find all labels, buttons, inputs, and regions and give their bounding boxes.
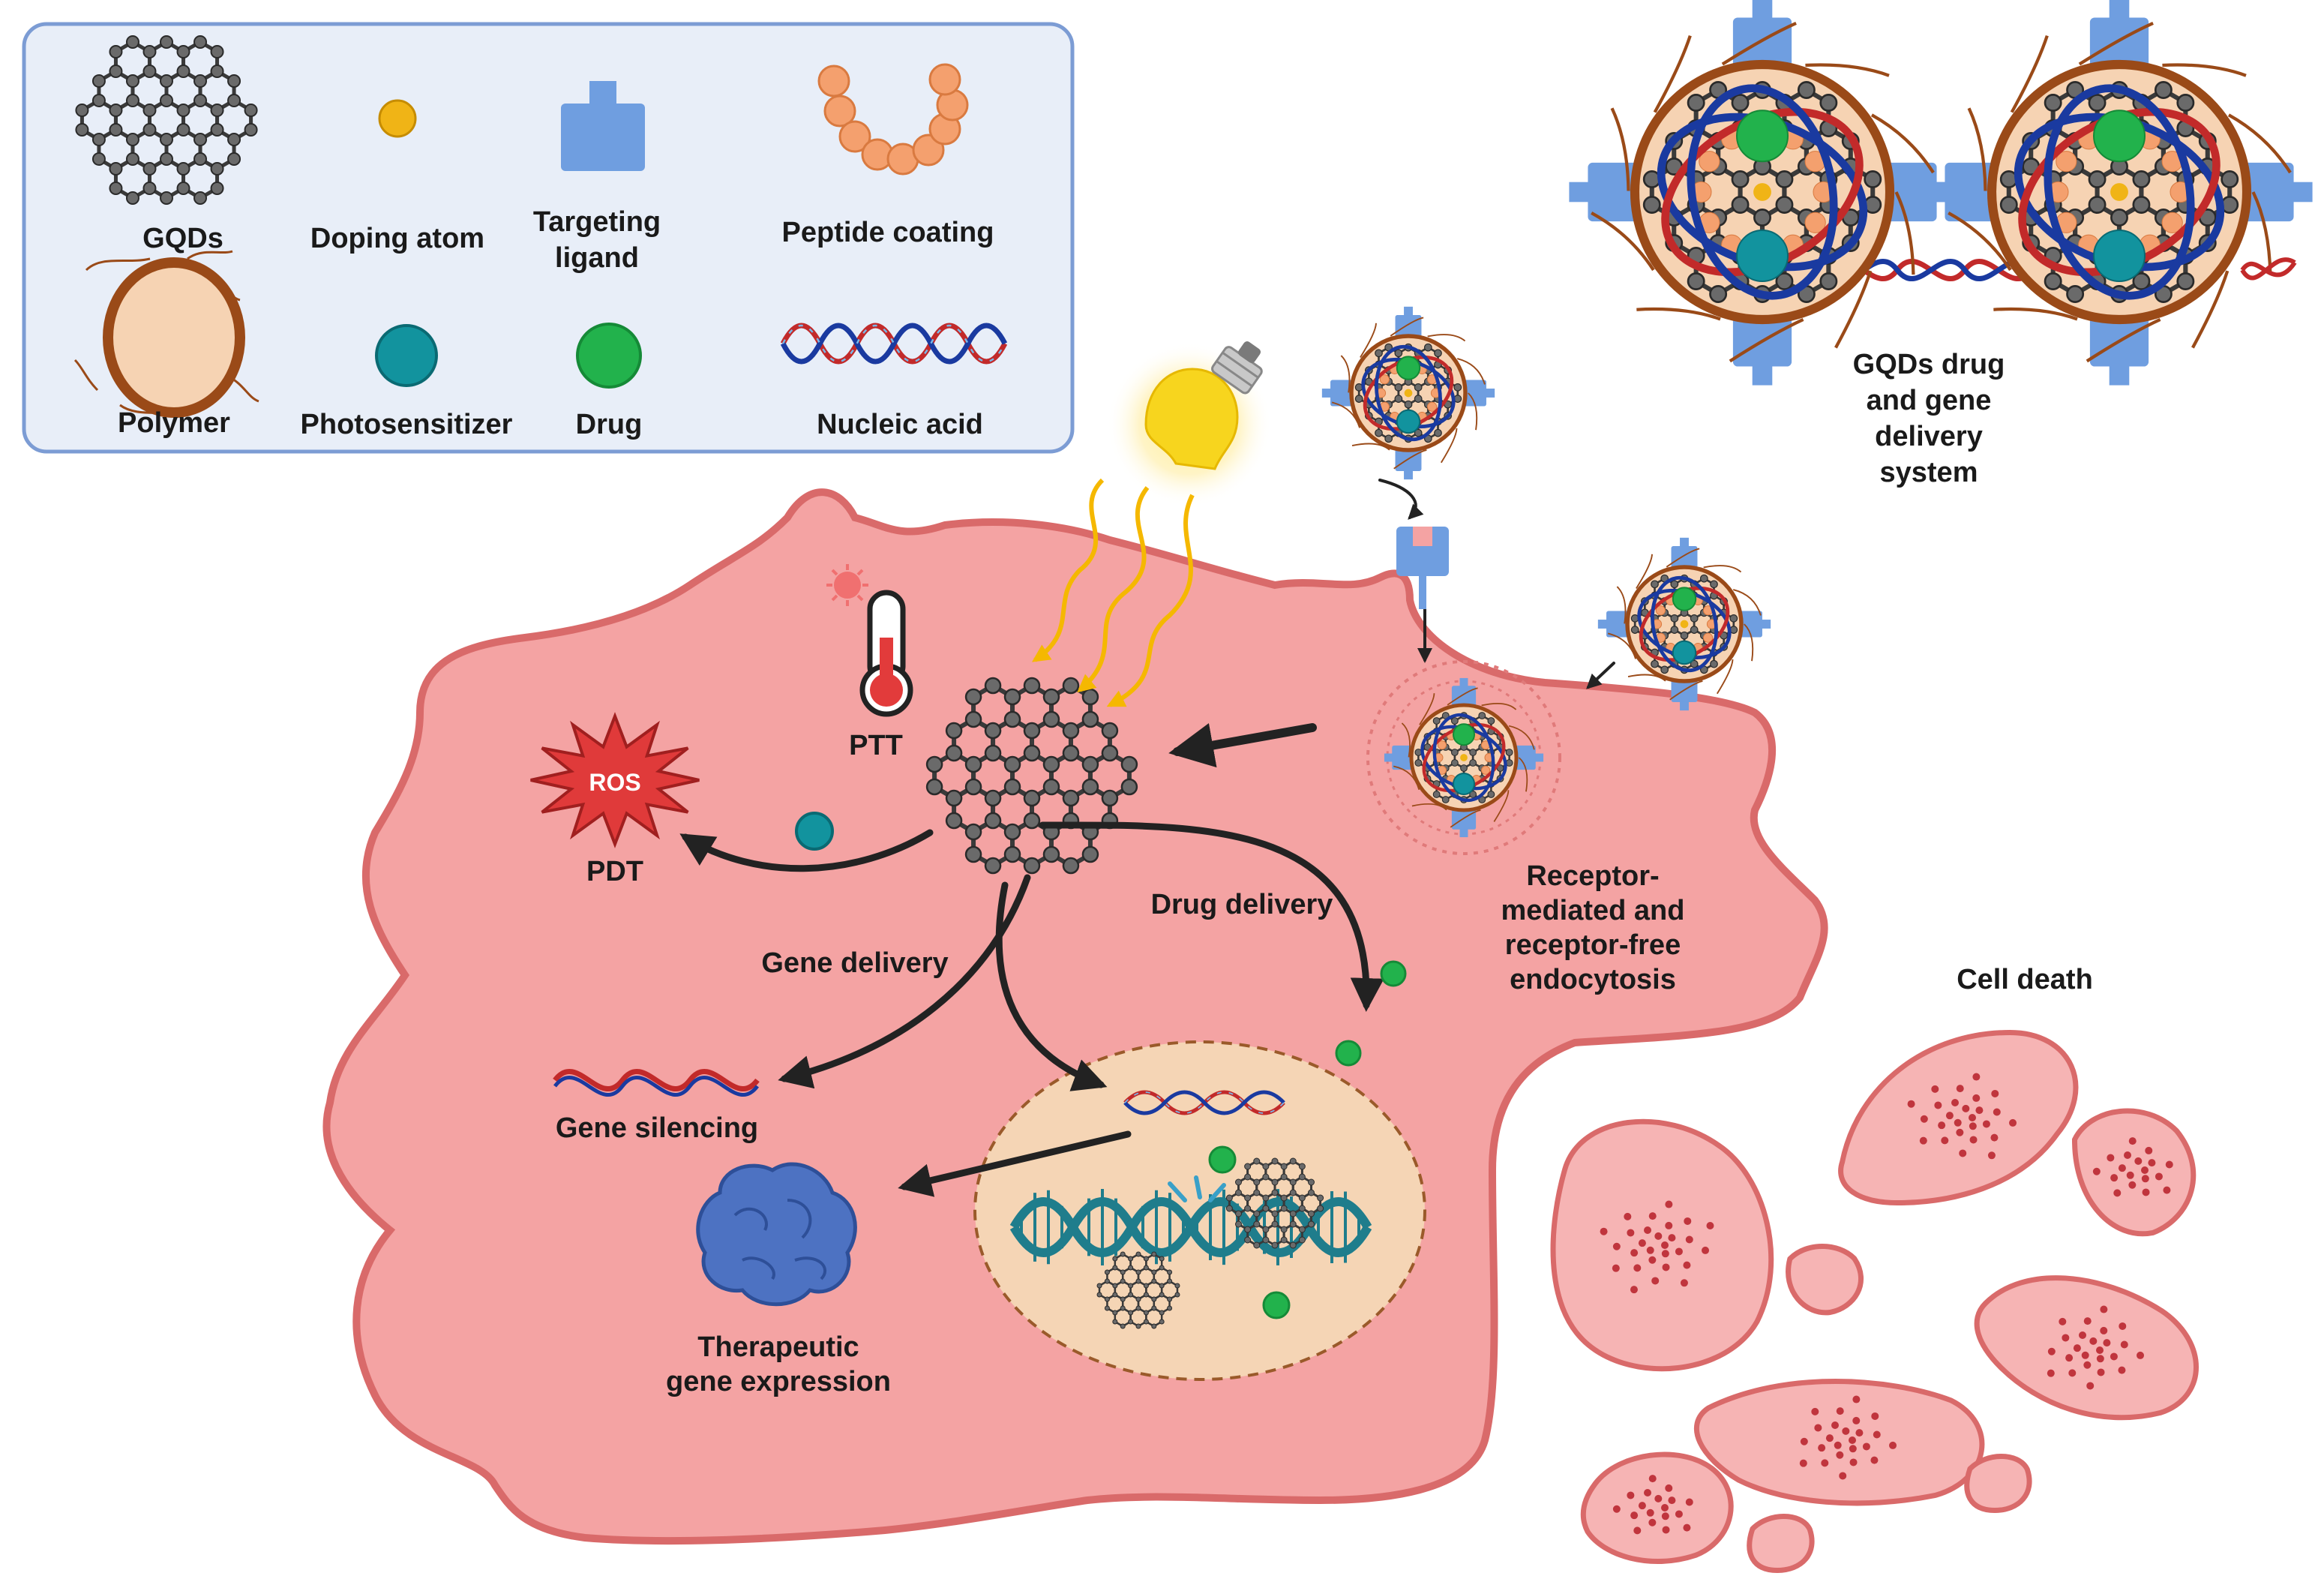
photosensitizer-label: Photosensitizer [301,409,513,440]
targeting-ligand-label-2: ligand [555,242,639,274]
ros-label: ROS [589,769,640,796]
endocytosis-label-2: mediated and [1501,895,1685,926]
gqd-nanoparticle-large-1 [1569,0,1956,386]
photosensitizer-in-cell [795,812,834,851]
arrow-binding [1378,479,1424,520]
dna-cleavage-sparks [1168,1175,1226,1202]
silenced-gene-icon [553,1069,760,1097]
nucleus-drug-1 [1208,1145,1237,1174]
pdt-label: PDT [586,856,643,887]
photosensitizer-icon [375,324,438,387]
gqd-nanoparticle-large-2 [1926,0,2313,386]
peptide-coating-label: Peptide coating [782,217,994,248]
membrane-receptor-icon [1396,527,1449,609]
endocytosis-label-3: receptor-free [1505,929,1681,961]
cytoplasm-drug-2 [1335,1040,1362,1067]
light-bulb-icon [1107,341,1272,507]
legend-box [22,22,1075,454]
arrow-gene-silencing [778,874,1031,1089]
system-label-2: and gene [1867,385,1992,416]
nucleus-gqd-1 [1225,1157,1324,1249]
gqd-nanoparticle-approaching [1321,306,1495,480]
therapeutic-label-1: Therapeutic [697,1331,859,1363]
system-label-3: delivery [1875,421,1983,452]
peptide-coating-icon [817,63,969,176]
legend-panel: GQDs Doping atom Targeting ligand Peptid… [22,22,1075,454]
process-arrows [679,479,1615,1197]
nucleus-gqd-2 [1096,1251,1180,1329]
endocytosis-label-1: Receptor- [1526,860,1659,892]
cytoplasm-drug-1 [1380,960,1407,987]
ros-burst-icon: ROS [530,712,700,848]
gqd-nanoparticle-free [1597,537,1771,711]
drug-icon [576,323,642,389]
drug-delivery-label: Drug delivery [1151,889,1333,920]
targeting-ligand-icon [561,81,645,171]
nucleic-acid-label: Nucleic acid [817,409,983,440]
targeting-ligand-label-1: Targeting [533,206,661,238]
endocytosis-label-4: endocytosis [1510,964,1676,995]
nucleus-drug-2 [1262,1291,1291,1319]
system-label-4: system [1880,457,1978,488]
light-rays [1032,478,1195,707]
polymer-label: Polymer [118,407,230,439]
nucleus-nucleic-acid [1123,1090,1285,1115]
nucleic-acid-icon [780,323,1008,365]
cell-membrane [322,488,1828,1545]
arrow-free-uptake [1586,662,1615,689]
arrow-to-gqd [1168,723,1317,768]
doping-atom-icon [378,99,417,138]
cell-death-label: Cell death [1957,964,2093,995]
gqds-legend-icon [75,35,258,205]
arrow-to-pdt [679,829,934,872]
nuclear-dna-helix [1009,1189,1372,1265]
ptt-label: PTT [849,730,903,761]
cell-death-fragments [1550,1029,2199,1574]
polymer-icon [73,250,259,418]
gene-delivery-label: Gene delivery [761,947,948,979]
delivery-system: GQDs drug and gene delivery system [1569,0,2313,488]
system-label-1: GQDs drug [1853,349,2005,380]
drug-label: Drug [576,409,643,440]
doping-atom-label: Doping atom [310,223,484,254]
protein-icon [696,1162,857,1307]
arrow-to-nucleus [995,881,1108,1091]
central-gqd [925,677,1138,875]
gene-silencing-label: Gene silencing [556,1112,758,1144]
arrow-drug-delivery [1039,821,1384,1012]
thermometer-icon [859,590,913,717]
gqd-nanoparticle-endosome [1384,677,1544,838]
arrow-to-expression [898,1130,1132,1197]
heat-sun-icon [826,564,868,606]
gqds-label: GQDs [142,223,223,254]
therapeutic-label-2: gene expression [666,1366,891,1397]
